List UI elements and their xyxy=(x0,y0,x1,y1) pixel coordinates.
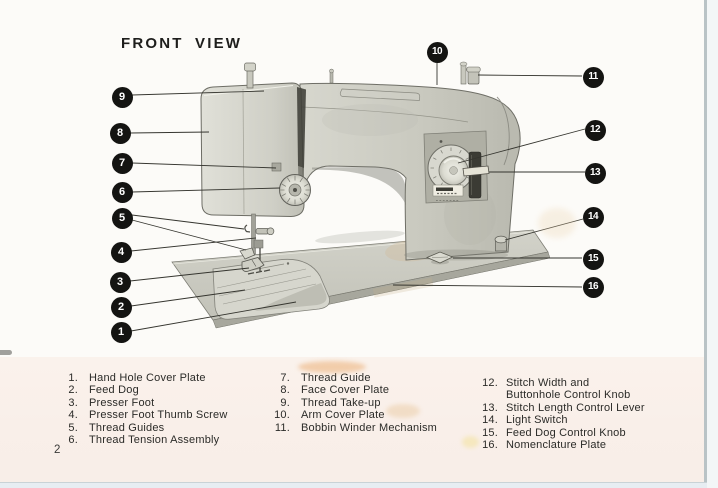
scan-page-edge xyxy=(704,0,707,488)
paper-stain xyxy=(462,436,479,448)
legend-row: 7. Thread Guide xyxy=(266,372,437,384)
callout-9: 9 xyxy=(111,86,133,108)
paper-stain xyxy=(298,361,366,373)
legend-label: Light Switch xyxy=(506,414,568,427)
callout-12: 12 xyxy=(584,119,606,141)
legend-row: 14. Light Switch xyxy=(472,414,645,426)
callout-1: 1 xyxy=(110,321,132,343)
callout-10: 10 xyxy=(426,41,448,63)
legend-label: Presser Foot Thumb Screw xyxy=(89,409,228,422)
legend-row: 2. Feed Dog xyxy=(62,384,227,396)
legend-label: Face Cover Plate xyxy=(301,384,390,397)
callout-16: 16 xyxy=(582,276,604,298)
legend-row: 15. Feed Dog Control Knob xyxy=(472,427,645,439)
legend-row: 4. Presser Foot Thumb Screw xyxy=(62,409,227,421)
callout-2: 2 xyxy=(110,296,132,318)
callout-6: 6 xyxy=(111,181,133,203)
hand-hole-cover-plate xyxy=(212,258,330,320)
legend-number: 9. xyxy=(280,396,290,409)
legend-number: 16. xyxy=(482,439,498,452)
callout-4: 4 xyxy=(110,241,132,263)
legend-label: Bobbin Winder Mechanism xyxy=(301,421,438,434)
callout-14: 14 xyxy=(582,206,604,228)
legend-number: 2. xyxy=(68,384,78,397)
callout-3: 3 xyxy=(109,271,131,293)
legend-band xyxy=(0,357,704,482)
legend-row: 12. Stitch Width and xyxy=(472,377,645,389)
legend-row: 9. Thread Take-up xyxy=(266,397,437,409)
callout-7: 7 xyxy=(111,152,133,174)
spool-pins-and-winder xyxy=(244,61,481,89)
legend-label: Stitch Width and xyxy=(506,377,590,389)
face-cover-head xyxy=(200,82,306,218)
legend-number: 14. xyxy=(482,414,498,427)
legend-label: Thread Take-up xyxy=(301,396,381,409)
legend-row: 11. Bobbin Winder Mechanism xyxy=(266,422,437,434)
legend-label: Presser Foot xyxy=(89,396,155,409)
legend-row: 16. Nomenclature Plate xyxy=(472,439,645,451)
feed-dog-control-knob xyxy=(425,251,454,265)
legend-row: 5. Thread Guides xyxy=(62,422,227,434)
legend-label: Arm Cover Plate xyxy=(301,409,385,422)
legend-label: Thread Guides xyxy=(89,421,165,434)
legend-row: 8. Face Cover Plate xyxy=(266,384,437,396)
legend-label: Thread Tension Assembly xyxy=(89,434,220,447)
legend-number: 4. xyxy=(68,409,78,422)
legend-number: 13. xyxy=(482,401,498,414)
legend-label: Stitch Length Control Lever xyxy=(506,401,645,414)
legend-label: Feed Dog xyxy=(89,384,139,397)
legend-number xyxy=(472,389,498,401)
legend-number: 1. xyxy=(68,372,78,384)
legend-number: 10. xyxy=(274,409,290,422)
legend-row: 10. Arm Cover Plate xyxy=(266,409,437,421)
page-title: FRONT VIEW xyxy=(121,35,243,52)
legend-label: Nomenclature Plate xyxy=(506,439,607,452)
callout-5: 5 xyxy=(111,207,133,229)
legend-column-3: 12. Stitch Width and Buttonhole Control K… xyxy=(472,377,645,451)
legend-column-2: 7. Thread Guide 8. Face Cover Plate 9. Thre… xyxy=(266,372,437,434)
legend-row-continuation: Buttonhole Control Knob xyxy=(472,389,645,401)
legend-number: 7. xyxy=(280,372,290,384)
scan-right-margin xyxy=(707,0,718,488)
leader-lines xyxy=(129,63,586,332)
legend-label: Buttonhole Control Knob xyxy=(506,389,631,402)
scan-bottom-strip xyxy=(0,482,707,488)
thread-tension-assembly xyxy=(271,162,311,206)
legend-number: 6. xyxy=(68,434,78,447)
light-switch xyxy=(494,235,508,252)
legend-row: 3. Presser Foot xyxy=(62,397,227,409)
legend-number: 8. xyxy=(280,384,290,397)
legend-row: 6. Thread Tension Assembly xyxy=(62,434,227,446)
callout-13: 13 xyxy=(584,162,606,184)
legend-label: Thread Guide xyxy=(301,372,371,384)
legend-label: Hand Hole Cover Plate xyxy=(89,372,206,384)
callout-11: 11 xyxy=(582,66,604,88)
legend-label: Feed Dog Control Knob xyxy=(506,426,626,439)
legend-number: 11. xyxy=(274,421,290,434)
legend-row: 1. Hand Hole Cover Plate xyxy=(62,372,227,384)
legend-number: 5. xyxy=(68,421,78,434)
callout-8: 8 xyxy=(109,122,131,144)
legend-number: 3. xyxy=(68,396,78,409)
legend-column-1: 1. Hand Hole Cover Plate 2. Feed Dog 3. Pre… xyxy=(62,372,227,446)
legend-number: 12. xyxy=(482,377,498,389)
paper-stain xyxy=(538,208,576,238)
paper-stain xyxy=(386,404,420,418)
legend-row: 13. Stitch Length Control Lever xyxy=(472,402,645,414)
page-number: 2 xyxy=(54,444,61,456)
scan-artifact xyxy=(0,350,12,355)
legend-number: 15. xyxy=(482,426,498,439)
control-panel xyxy=(423,130,490,204)
callout-15: 15 xyxy=(582,248,604,270)
